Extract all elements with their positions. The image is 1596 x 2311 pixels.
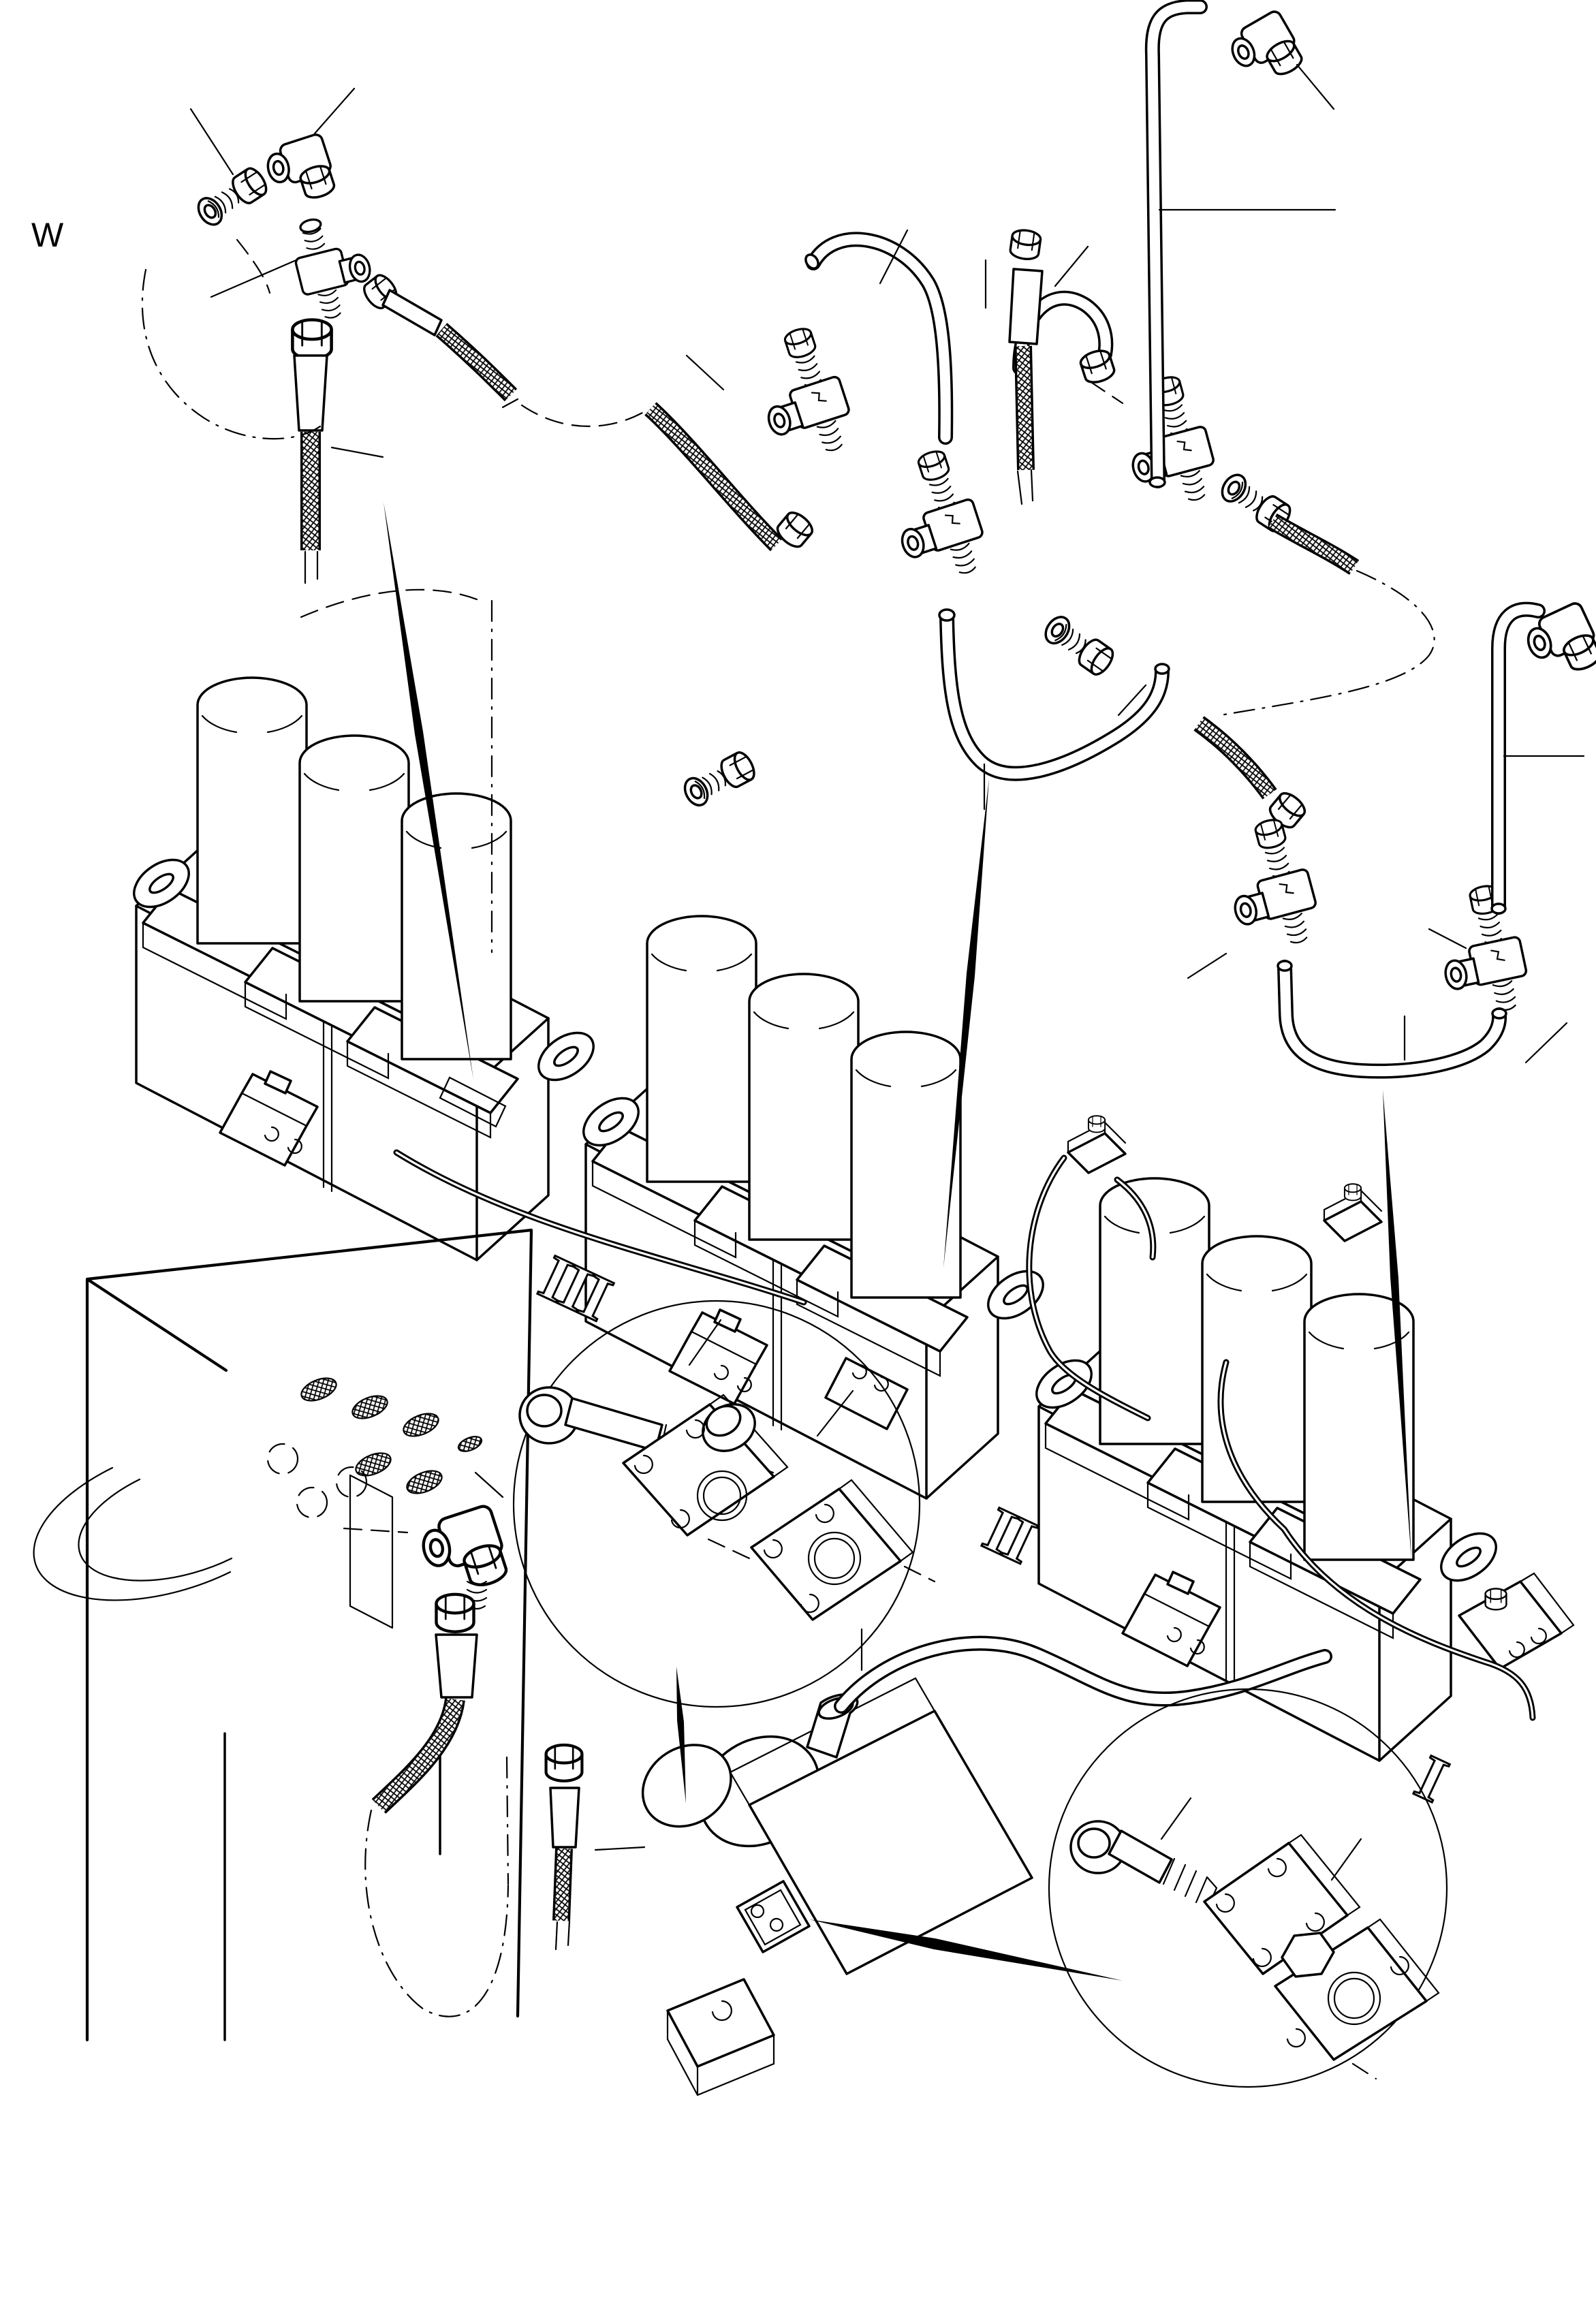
leader-line	[1160, 1797, 1362, 1881]
leader-line	[688, 1319, 854, 1437]
pointer-arrow	[943, 779, 989, 1268]
pilot-piping	[393, 1149, 1536, 1721]
u-tube-block-i	[1277, 960, 1507, 1079]
tank-elbow-fitting	[415, 1504, 512, 1610]
block-label-ii: II	[973, 1494, 1044, 1577]
fitting-group-right	[1187, 513, 1596, 1079]
tee-fitting	[1113, 371, 1223, 513]
tee-fitting	[1215, 814, 1325, 956]
hose-branch	[359, 270, 519, 409]
connector-fitting	[1040, 612, 1116, 678]
clamp-block	[666, 1978, 775, 2096]
cap-fitting	[1067, 1115, 1127, 1174]
tank-ports	[300, 1377, 483, 1494]
clamp-plate	[1274, 1918, 1440, 2061]
hose-to-elbow	[1193, 716, 1310, 833]
cap-fitting	[1323, 1183, 1383, 1242]
detail-circle-left	[512, 1300, 936, 1708]
hose-port-pad	[439, 1076, 507, 1128]
connector-fitting	[193, 165, 270, 230]
pointer-arrow	[1383, 1090, 1411, 1560]
block-label-i: I	[1405, 1742, 1456, 1816]
leader-line	[189, 87, 384, 458]
swivel-nut	[292, 320, 331, 359]
pointer-arrow	[384, 502, 473, 1080]
tank-hose	[371, 1594, 478, 1814]
hex-plug	[1281, 1932, 1335, 1978]
hydraulic-tank	[33, 1228, 646, 2042]
detail-circle-right	[1048, 1688, 1448, 2088]
clamp-plate	[750, 1479, 914, 1621]
cross-fitting	[745, 322, 859, 467]
fitting-group-top-left	[141, 87, 648, 954]
hose-routing-dashes	[236, 238, 648, 618]
valve-block-i	[1027, 1177, 1575, 1762]
socket-bolt	[1069, 1820, 1218, 1904]
return-hose	[546, 1745, 582, 1951]
cross-fitting	[878, 445, 992, 589]
section-label: W	[31, 216, 64, 254]
hose-to-block-i	[834, 1635, 1332, 1714]
elbow-fitting	[261, 133, 339, 210]
fitting-group-top-middle	[644, 227, 1294, 811]
tee-fitting	[1429, 881, 1533, 1021]
pointer-arrow	[676, 1667, 686, 1804]
leader-line	[1158, 63, 1336, 211]
hose-from-left	[644, 402, 817, 552]
clamp-plate	[1203, 1834, 1361, 1975]
tube-top-right	[1144, 0, 1336, 488]
hose-routing-centerline	[141, 268, 493, 954]
hose-to-block-iii	[293, 354, 328, 584]
tee-fitting	[287, 208, 379, 323]
valve-block-ii	[574, 915, 1127, 1500]
hose-routing-centerline	[1219, 569, 1435, 717]
hose-routing-centerline	[364, 1756, 510, 2017]
pointer-arrow	[809, 1919, 1123, 1981]
socket-bolt	[518, 1386, 732, 1468]
connector-fitting	[680, 749, 758, 810]
leader-line	[685, 229, 1147, 811]
u-bend-tube	[804, 232, 954, 445]
reducing-valve-assembly	[641, 1628, 1332, 2096]
port-plate	[736, 1880, 811, 1953]
clamp-plate	[622, 1394, 789, 1537]
elbow-fitting	[1223, 10, 1307, 93]
hanging-hose	[1008, 227, 1044, 505]
pointer-arrows	[384, 502, 1411, 1981]
vertical-tube	[1490, 601, 1546, 915]
leader-line	[474, 1471, 646, 1851]
j-tube	[938, 608, 1170, 781]
end-mounted-valve	[1458, 1572, 1575, 1670]
valve-block-iii	[124, 676, 604, 1261]
leader-line	[1187, 755, 1585, 1064]
